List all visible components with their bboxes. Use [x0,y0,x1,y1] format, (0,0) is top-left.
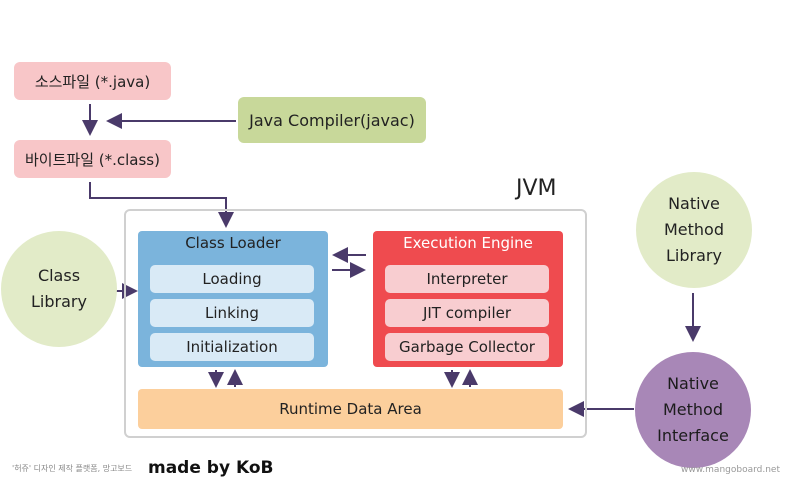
credit-small-text: '허쥬' 디자인 제작 플랫폼, 망고보드 [12,464,133,473]
interpreter-box: Interpreter [385,265,549,293]
native-library-line1: Native [668,194,720,213]
native-method-library-circle: Native Method Library [636,172,752,288]
credit-url: www.mangoboard.net [681,465,780,475]
class-loader-panel: Class Loader Loading Linking Initializat… [138,231,328,367]
loading-box: Loading [150,265,314,293]
made-by-credit: made by KoB [148,458,274,478]
native-library-line2: Method [663,220,724,239]
execution-engine-title: Execution Engine [403,234,533,252]
jvm-container [124,209,587,438]
native-library-line3: Library [666,246,722,265]
native-method-interface-circle: Native Method Interface [635,352,751,468]
arrow-bytecode-to-loader [89,182,234,228]
bytecode-file-box: 바이트파일 (*.class) [14,140,171,178]
java-compiler-box: Java Compiler(javac) [238,97,426,143]
native-interface-line2: Method [662,400,723,419]
source-file-box: 소스파일 (*.java) [14,62,171,100]
garbage-collector-box: Garbage Collector [385,333,549,361]
native-interface-line3: Interface [657,426,729,445]
class-library-circle: Class Library [1,231,117,347]
linking-box: Linking [150,299,314,327]
initialization-box: Initialization [150,333,314,361]
class-library-line2: Library [31,292,87,311]
class-loader-title: Class Loader [185,234,281,252]
jit-compiler-box: JIT compiler [385,299,549,327]
jvm-label: JVM [516,176,557,201]
runtime-data-area-box: Runtime Data Area [138,389,563,429]
execution-engine-panel: Execution Engine Interpreter JIT compile… [373,231,563,367]
native-interface-line1: Native [667,374,719,393]
class-library-line1: Class [37,266,81,285]
